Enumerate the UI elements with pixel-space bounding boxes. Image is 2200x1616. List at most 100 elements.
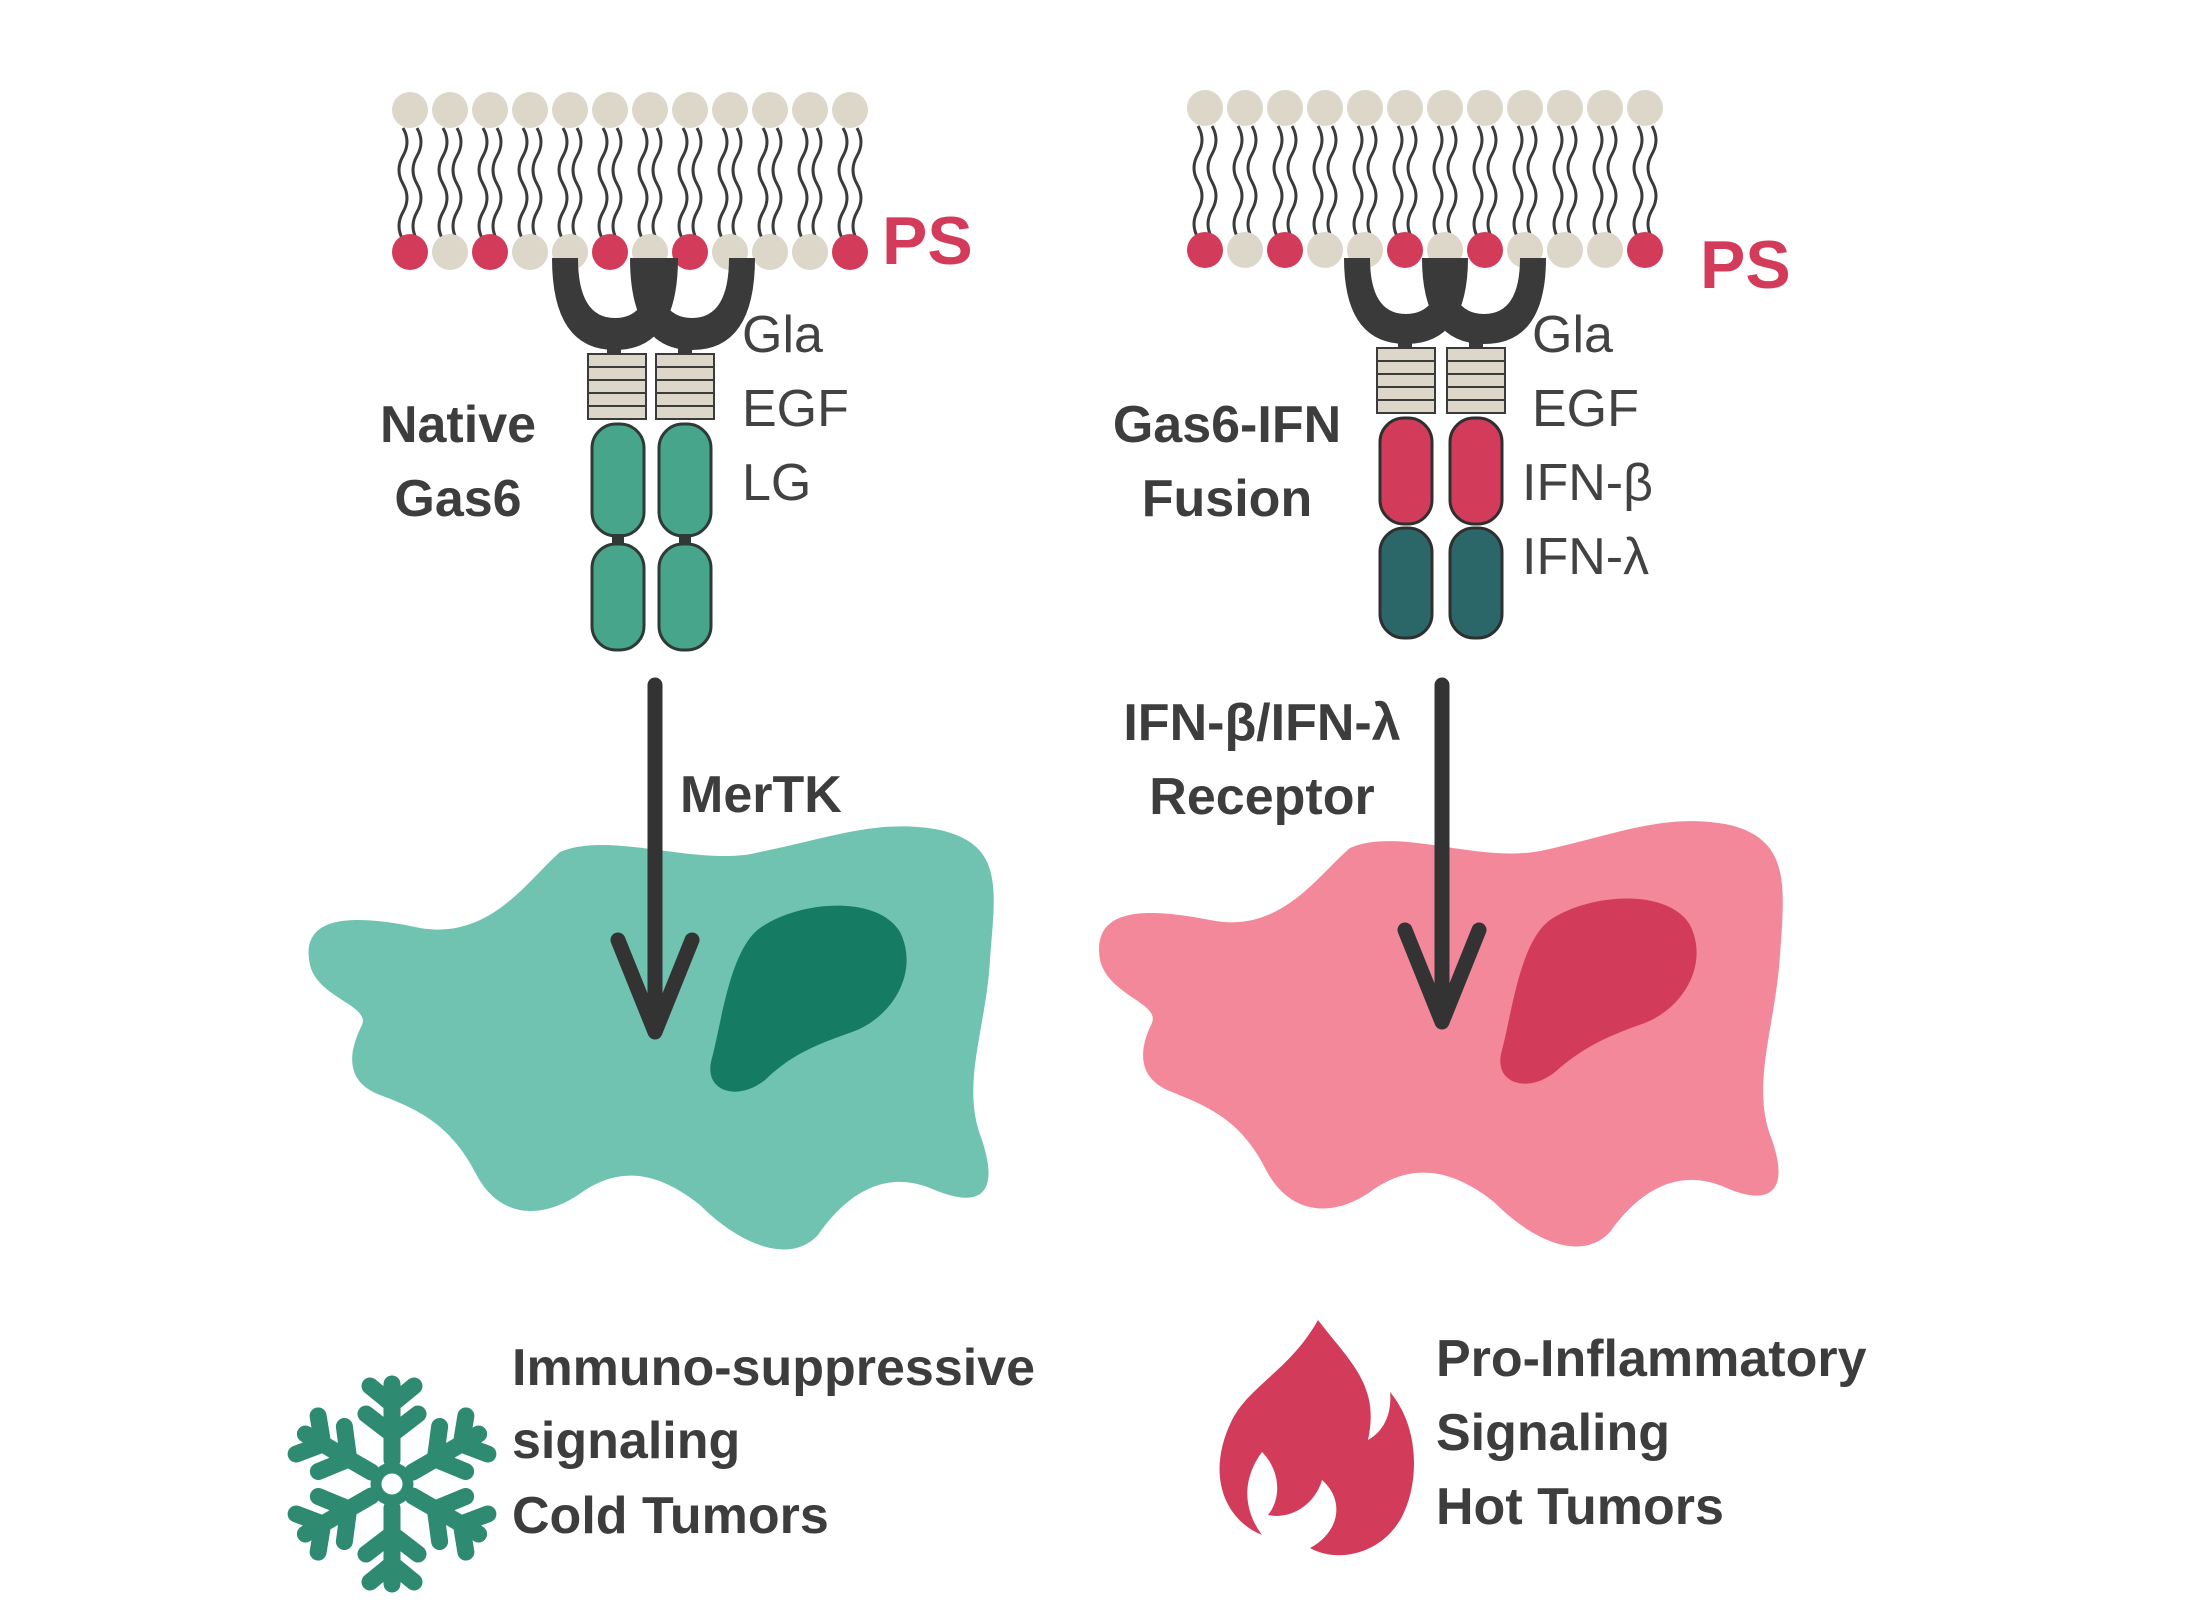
left-egf-stripe bbox=[655, 366, 715, 381]
right-egf-stripe bbox=[1446, 360, 1506, 375]
right-ps-head bbox=[1627, 232, 1663, 268]
right-lipid-tail bbox=[1566, 125, 1578, 239]
right-ps-head bbox=[1267, 232, 1303, 268]
left-lipid-head-top bbox=[472, 92, 508, 128]
right-domain-label-ifn-lambda: IFN-λ bbox=[1522, 528, 1649, 586]
right-ps-label: PS bbox=[1700, 227, 1791, 303]
right-legend-line1: Pro-Inflammatory bbox=[1436, 1330, 1867, 1388]
right-gla-domain-a bbox=[1344, 258, 1468, 344]
mertk-label: MerTK bbox=[680, 766, 842, 824]
left-lipid-tail bbox=[797, 127, 809, 241]
left-lg-domain-b2 bbox=[657, 542, 713, 652]
right-lipid-tail bbox=[1192, 125, 1204, 239]
left-lg-domain-a1 bbox=[590, 422, 646, 538]
left-lg-domain-b1 bbox=[657, 422, 713, 538]
left-egf-stripe bbox=[655, 392, 715, 407]
left-domain-label-lg: LG bbox=[742, 454, 811, 512]
right-lipid-head-bottom bbox=[1227, 232, 1263, 268]
right-egf-stripe bbox=[1446, 386, 1506, 401]
right-egf-stripe bbox=[1376, 347, 1436, 362]
gas6-ifn-label-line1: Gas6-IFN bbox=[1113, 396, 1341, 454]
right-lipid-head-top bbox=[1267, 90, 1303, 126]
left-lipid-tail bbox=[477, 127, 489, 241]
right-ps-head bbox=[1467, 232, 1503, 268]
right-lipid-head-bottom bbox=[1547, 232, 1583, 268]
left-lipid-head-bottom bbox=[792, 234, 828, 270]
right-domain-label-gla: Gla bbox=[1532, 306, 1613, 364]
snowflake-arm bbox=[404, 1407, 497, 1481]
left-lipid-tail bbox=[397, 127, 409, 241]
right-lipid-head-top bbox=[1187, 90, 1223, 126]
right-ifn-lambda-domain-b bbox=[1448, 526, 1504, 640]
left-egf-stripe bbox=[587, 405, 647, 420]
left-lipid-tail bbox=[637, 127, 649, 241]
native-gas6-label-line2: Gas6 bbox=[394, 470, 521, 528]
right-ifn-beta-domain-b bbox=[1448, 416, 1504, 526]
right-egf-stripe bbox=[1446, 347, 1506, 362]
left-cell-nucleus bbox=[710, 905, 907, 1092]
right-lipid-tail bbox=[1526, 125, 1538, 239]
left-domain-label-gla: Gla bbox=[742, 306, 823, 364]
right-domain-label-egf: EGF bbox=[1532, 380, 1639, 438]
left-lipid-head-bottom bbox=[432, 234, 468, 270]
left-ps-head bbox=[392, 234, 428, 270]
right-lipid-head-top bbox=[1547, 90, 1583, 126]
right-lipid-tail bbox=[1512, 125, 1524, 239]
right-membrane bbox=[1187, 90, 1663, 268]
right-lipid-tail bbox=[1246, 125, 1258, 239]
right-linker-b bbox=[1469, 330, 1483, 350]
left-panel: PS Gla EGF LG Native Gas6 bbox=[287, 92, 1035, 1593]
left-lipid-head-top bbox=[752, 92, 788, 128]
left-lipid-head-top bbox=[392, 92, 428, 128]
left-legend-line1: Immuno-suppressive bbox=[512, 1339, 1035, 1397]
left-lipid-head-bottom bbox=[512, 234, 548, 270]
right-linker-a bbox=[1398, 330, 1412, 350]
right-lipid-tail bbox=[1206, 125, 1218, 239]
left-ps-label: PS bbox=[882, 203, 973, 279]
right-lipid-tail bbox=[1632, 125, 1644, 239]
right-ifn-lambda-domain-a bbox=[1378, 526, 1434, 640]
left-domain-label-egf: EGF bbox=[742, 380, 849, 438]
left-lipid-head-top bbox=[832, 92, 868, 128]
left-ps-head bbox=[472, 234, 508, 270]
left-lipid-tail bbox=[651, 127, 663, 241]
right-gla-domain-b bbox=[1422, 258, 1546, 344]
right-legend-line2: Signaling bbox=[1436, 1404, 1670, 1462]
right-cell-nucleus bbox=[1500, 898, 1697, 1084]
left-lipid-tail bbox=[571, 127, 583, 241]
left-lg-domain-a2 bbox=[590, 542, 646, 652]
right-lipid-tail bbox=[1486, 125, 1498, 239]
left-lipid-head-bottom bbox=[752, 234, 788, 270]
right-ifn-beta-domain-a bbox=[1378, 416, 1434, 526]
left-lipid-tail bbox=[691, 127, 703, 241]
right-ps-head bbox=[1187, 232, 1223, 268]
right-egf-stripe bbox=[1376, 386, 1436, 401]
right-lipid-head-top bbox=[1627, 90, 1663, 126]
left-lipid-head-top bbox=[632, 92, 668, 128]
ifn-receptor-label-line1: IFN-β/IFN-λ bbox=[1123, 694, 1400, 752]
right-ps-head bbox=[1387, 232, 1423, 268]
right-lipid-head-top bbox=[1427, 90, 1463, 126]
right-lipid-tail bbox=[1326, 125, 1338, 239]
left-ps-head bbox=[832, 234, 868, 270]
flame-icon bbox=[1219, 1320, 1415, 1556]
left-linker-b bbox=[678, 336, 692, 356]
left-lipid-tail bbox=[557, 127, 569, 241]
left-lipid-tail bbox=[731, 127, 743, 241]
gas6-ifn-fusion-protein bbox=[1344, 258, 1546, 640]
right-lipid-tail bbox=[1312, 125, 1324, 239]
left-lipid-tail bbox=[517, 127, 529, 241]
right-lipid-tail bbox=[1472, 125, 1484, 239]
left-lipid-tail bbox=[717, 127, 729, 241]
right-lipid-tail bbox=[1366, 125, 1378, 239]
right-lipid-head-top bbox=[1587, 90, 1623, 126]
snowflake-arm bbox=[287, 1487, 380, 1561]
left-linker-a bbox=[607, 336, 621, 356]
left-egf-stripe bbox=[587, 366, 647, 381]
left-lipid-tail bbox=[837, 127, 849, 241]
left-lipid-tail bbox=[437, 127, 449, 241]
ifn-receptor-signal-arrow bbox=[1397, 677, 1487, 1030]
right-lipid-head-top bbox=[1347, 90, 1383, 126]
left-lipid-head-top bbox=[792, 92, 828, 128]
